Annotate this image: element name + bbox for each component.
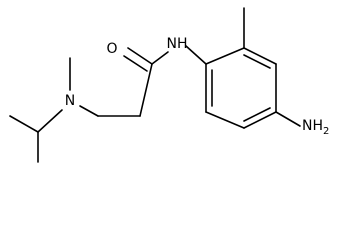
bond-carbonyl-amide-nh — [151, 51, 169, 65]
bond-ring-c2-c3 — [243, 47, 277, 65]
bond-ring-inner-bottom — [243, 107, 271, 122]
amino-subscript: 2 — [323, 126, 329, 137]
bond-ring-c4-c5 — [243, 111, 277, 129]
amino-group-label: NH2 — [302, 118, 329, 137]
bond-ring-c5-c6 — [205, 111, 245, 129]
bond-carbonyl-double-a — [127, 47, 153, 65]
bond-ring-amino — [275, 111, 301, 127]
bond-carbonyl-double-b — [123, 55, 148, 72]
amino-nh-text: NH — [302, 118, 323, 134]
molecule-structure: O NH N NH2 — [9, 7, 329, 163]
bond-ch2-carbonyl — [139, 63, 153, 117]
bond-isopropyl-ch-to-nitrogen — [37, 109, 63, 133]
amine-nitrogen-label: N — [65, 93, 75, 109]
oxygen-label: O — [106, 41, 117, 57]
bond-amide-nh-ring — [185, 45, 207, 65]
bond-isopropyl-methyl-upper — [9, 115, 39, 133]
bond-nitrogen-ch2 — [79, 105, 99, 117]
bond-ring-c1-c2 — [205, 47, 245, 65]
bond-ring-inner-top — [243, 54, 271, 69]
amide-nh-label: NH — [167, 36, 188, 52]
